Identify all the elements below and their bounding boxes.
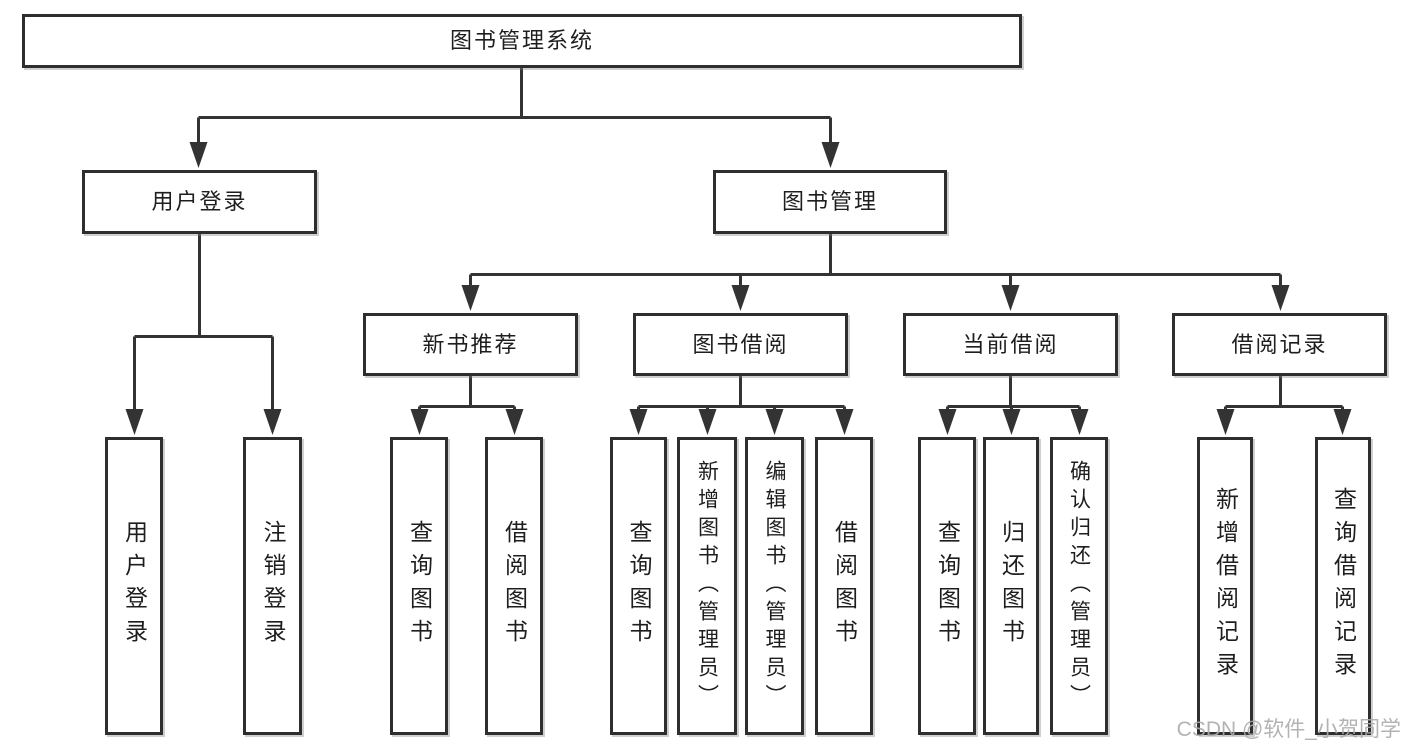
leaf-add-book-admin: 新增图书（管理员） (677, 437, 737, 735)
leaf-borrow-books: 借阅图书 (815, 437, 873, 735)
connector-book-borrow-children (629, 376, 854, 435)
arrowhead (1002, 409, 1021, 435)
leaf-query-books-recommend: 查询图书 (390, 437, 448, 735)
node-book-borrow-label: 图书借阅 (692, 331, 789, 357)
arrowhead (263, 409, 282, 435)
arrowhead (938, 409, 957, 435)
arrowhead (1001, 285, 1020, 311)
connector-current-borrow-children (938, 376, 1089, 435)
leaf-query-books-current-label: 查询图书 (934, 520, 961, 652)
arrowhead (835, 409, 854, 435)
leaf-logout-label: 注销登录 (260, 520, 286, 652)
leaf-user-login: 用户登录 (105, 437, 163, 735)
leaf-borrow-books-label: 借阅图书 (831, 520, 858, 652)
connector-book-management-to-level3 (461, 233, 1290, 311)
node-new-book-recommend-label: 新书推荐 (422, 331, 519, 357)
arrowhead (698, 409, 717, 435)
arrowhead (125, 409, 144, 435)
connector-user-login-children (125, 233, 282, 435)
leaf-borrow-books-recommend: 借阅图书 (485, 437, 543, 735)
leaf-query-books-borrow: 查询图书 (610, 437, 667, 735)
leaf-edit-book-admin-label: 编辑图书（管理员） (763, 460, 786, 712)
leaf-return-book: 归还图书 (983, 437, 1039, 735)
arrowhead (1333, 409, 1352, 435)
leaf-add-book-admin-label: 新增图书（管理员） (695, 460, 719, 712)
node-new-book-recommend: 新书推荐 (363, 313, 578, 376)
arrowhead (189, 142, 208, 168)
arrowhead (410, 409, 429, 435)
arrowhead (821, 142, 840, 168)
leaf-confirm-return-admin: 确认归还（管理员） (1050, 437, 1108, 735)
node-user-login-label: 用户登录 (151, 189, 248, 214)
arrowhead (505, 409, 524, 435)
arrowhead (461, 285, 480, 311)
arrowhead (1216, 409, 1235, 435)
connector-borrow-records-children (1216, 376, 1352, 435)
leaf-return-book-label: 归还图书 (998, 520, 1025, 652)
node-book-management: 图书管理 (713, 170, 947, 234)
node-book-borrow: 图书借阅 (633, 313, 848, 376)
node-root-label: 图书管理系统 (449, 28, 594, 53)
node-root: 图书管理系统 (22, 14, 1022, 68)
leaf-user-login-label: 用户登录 (121, 520, 148, 652)
arrowhead (629, 409, 648, 435)
connector-root-to-level2 (189, 68, 840, 168)
leaf-confirm-return-admin-label: 确认归还（管理员） (1067, 460, 1091, 712)
arrowhead (765, 409, 784, 435)
node-borrow-records-label: 借阅记录 (1231, 331, 1328, 357)
arrowhead (731, 285, 750, 311)
node-user-login: 用户登录 (82, 170, 317, 234)
leaf-add-borrow-record: 新增借阅记录 (1197, 437, 1253, 735)
connector-new-book-recommend-children (410, 376, 524, 435)
leaf-query-borrow-record-label: 查询借阅记录 (1330, 487, 1357, 685)
leaf-query-books-current: 查询图书 (918, 437, 976, 735)
node-current-borrow: 当前借阅 (903, 313, 1118, 376)
node-current-borrow-label: 当前借阅 (962, 331, 1059, 357)
node-borrow-records: 借阅记录 (1172, 313, 1387, 376)
node-book-management-label: 图书管理 (781, 189, 878, 214)
leaf-add-borrow-record-label: 新增借阅记录 (1212, 487, 1239, 685)
arrowhead (1271, 285, 1290, 311)
leaf-edit-book-admin: 编辑图书（管理员） (745, 437, 804, 735)
arrowhead (1070, 409, 1089, 435)
leaf-logout: 注销登录 (243, 437, 302, 735)
leaf-query-books-borrow-label: 查询图书 (626, 520, 652, 652)
leaf-query-books-recommend-label: 查询图书 (406, 520, 433, 652)
leaf-borrow-books-recommend-label: 借阅图书 (501, 520, 528, 652)
leaf-query-borrow-record: 查询借阅记录 (1315, 437, 1371, 735)
